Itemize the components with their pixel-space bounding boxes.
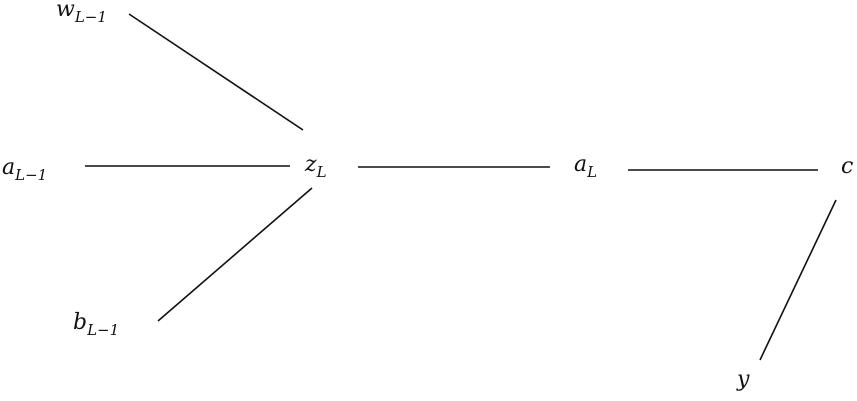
edge-y-to-c [759,199,837,361]
node-b-prev: bL−1 [73,310,119,339]
node-a-prev: aL−1 [2,155,47,184]
edge-w-to-z [128,13,304,131]
node-a-L: aL [574,152,597,181]
node-z-L: zL [304,152,327,181]
node-w-prev: wL−1 [56,0,107,26]
node-c: c [841,154,853,179]
edge-b-to-z [157,187,313,322]
node-y: y [736,367,750,392]
